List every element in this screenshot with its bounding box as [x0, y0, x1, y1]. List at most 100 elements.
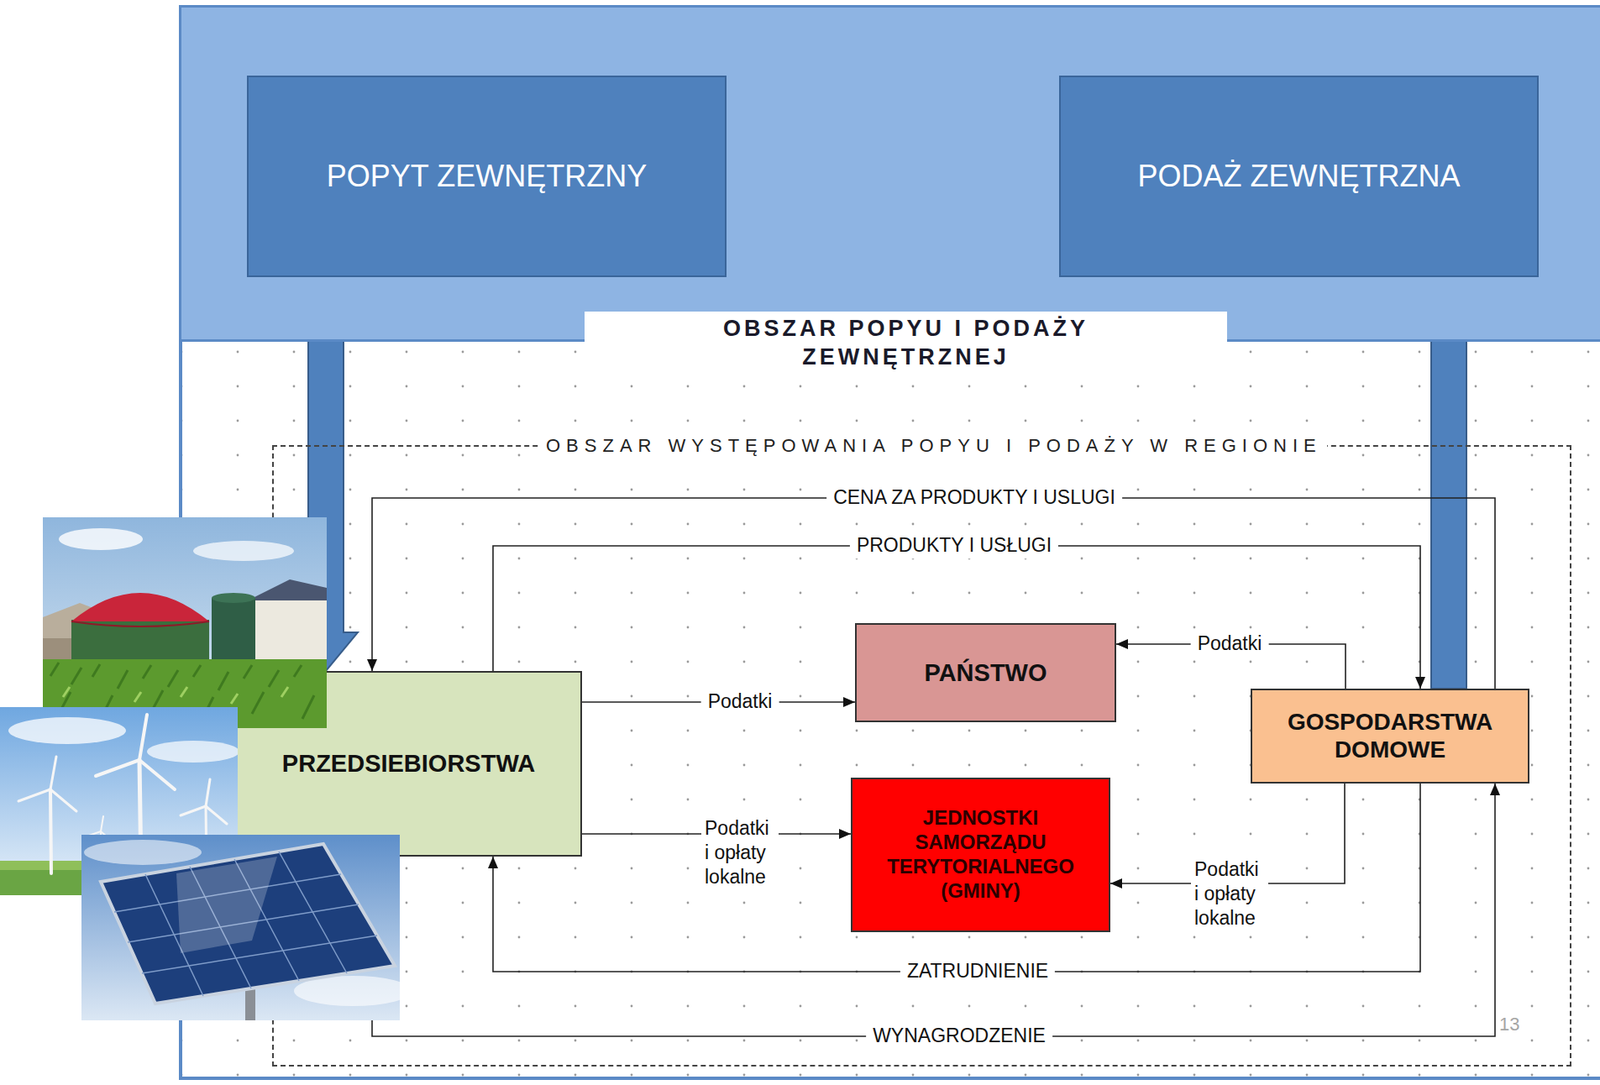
- illustration-part: [81, 834, 400, 1021]
- connector-line: [372, 783, 1496, 1037]
- illustration-part: [189, 866, 252, 989]
- connector: [367, 498, 1496, 689]
- illustration-part: [205, 779, 210, 807]
- arrow-head: [843, 697, 856, 708]
- edge-label: WYNAGRODZENIE: [865, 1023, 1053, 1050]
- region-title: OBSZAR WYSTĘPOWANIA POPYU I PODAŻY W REG…: [540, 434, 1328, 458]
- connector-line: [493, 545, 1421, 689]
- illustration-part: [146, 740, 238, 763]
- illustration-part: [8, 717, 126, 745]
- illustration-part: [99, 831, 102, 871]
- illustration-part: [42, 603, 118, 664]
- outer-band: OBSZAR POPYU I PODAŻY ZEWNĘTRZNEJPOPYT Z…: [178, 5, 1600, 342]
- illustration-part: [247, 579, 327, 601]
- illustration-part: [62, 687, 289, 704]
- illustration-part: [71, 619, 210, 679]
- edge-label: Podatki i opłaty lokalne: [701, 814, 779, 891]
- wind-farm-photo: [0, 707, 238, 896]
- arrow-head: [367, 659, 378, 672]
- external-box: PODAŻ ZEWNĘTRZNA: [1059, 75, 1539, 278]
- illustration-part: [0, 860, 238, 871]
- household-box: GOSPODARSTWA DOMOWE: [1250, 688, 1530, 784]
- node-label: JEDNOSTKI SAMORZĄDU TERYTORIALNEGO (GMIN…: [864, 806, 1097, 903]
- block-arrow-shape: [293, 277, 358, 672]
- illustration-part: [234, 859, 300, 981]
- illustration-part: [100, 844, 395, 1004]
- edge-label: Podatki: [701, 689, 780, 715]
- illustration-part: [71, 621, 210, 627]
- outer-frame: [180, 6, 1600, 1079]
- illustration-part: [50, 789, 77, 812]
- illustration-part: [145, 874, 204, 997]
- node-label: PAŃSTWO: [923, 659, 1047, 688]
- illustration-part: [211, 592, 256, 604]
- external-box: POPYT ZEWNĘTRZNY: [246, 75, 727, 278]
- block-arrow-shape: [1416, 277, 1481, 689]
- illustration-part: [83, 839, 202, 866]
- page-number: 13: [1496, 1013, 1522, 1036]
- illustration-part: [50, 662, 315, 721]
- arrow-head: [1110, 878, 1123, 889]
- illustration-part: [50, 789, 52, 874]
- illustration-part: [139, 714, 147, 761]
- illustration-part: [193, 540, 294, 562]
- enterprise-box: PRZEDSIEBIORSTWA: [235, 671, 583, 857]
- illustration-part: [42, 638, 119, 664]
- biogas-photo: [42, 517, 327, 729]
- illustration-part: [71, 592, 210, 622]
- block-arrow: [1416, 277, 1481, 689]
- illustration-part: [42, 517, 327, 729]
- illustration-part: [293, 975, 400, 1007]
- illustration-part: [58, 528, 143, 551]
- connector: [487, 783, 1421, 972]
- arrow-head: [1116, 639, 1128, 650]
- connector-line: [493, 783, 1421, 972]
- node-label: GOSPODARSTWA DOMOWE: [1264, 708, 1517, 763]
- connector: [493, 545, 1426, 689]
- municipality-box: JEDNOSTKI SAMORZĄDU TERYTORIALNEGO (GMIN…: [850, 777, 1111, 933]
- illustration-part: [245, 982, 256, 1021]
- arrow-head: [1415, 676, 1426, 689]
- arrow-head: [839, 828, 851, 840]
- dot-grid: [178, 341, 1600, 1081]
- block-arrow: [293, 277, 358, 672]
- edge-label: CENA ZA PRODUKTY I USLUGI: [826, 485, 1123, 511]
- connector: [372, 783, 1501, 1037]
- illustration-part: [100, 816, 104, 832]
- illustration-part: [141, 935, 378, 974]
- illustration-part: [251, 600, 327, 664]
- illustration-part: [205, 806, 227, 824]
- edge-label: Podatki i opłaty lokalne: [1190, 855, 1269, 932]
- illustration-part: [205, 806, 207, 872]
- illustration-part: [100, 831, 113, 842]
- illustration-part: [0, 870, 238, 896]
- node-label: PODAŻ ZEWNĘTRZNA: [1138, 158, 1461, 195]
- illustration-part: [278, 851, 347, 974]
- illustration-part: [114, 851, 378, 997]
- illustration-part: [127, 904, 359, 943]
- state-box: PAŃSTWO: [855, 623, 1117, 723]
- edge-label: Podatki: [1190, 631, 1270, 657]
- solar-panel-photo: [81, 834, 400, 1021]
- connector-line: [372, 498, 1496, 689]
- illustration-part: [211, 598, 256, 670]
- illustration-part: [176, 856, 278, 954]
- node-label: PRZEDSIEBIORSTWA: [282, 750, 536, 778]
- arrow-head: [487, 856, 499, 869]
- illustration-part: [114, 874, 341, 913]
- arrow-head: [1489, 783, 1501, 796]
- illustration-part: [0, 707, 238, 896]
- illustration-part: [18, 789, 51, 802]
- illustration-part: [139, 760, 175, 790]
- edge-label: PRODUKTY I USŁUGI: [849, 533, 1059, 559]
- illustration-part: [86, 831, 101, 837]
- illustration-part: [95, 760, 140, 777]
- illustration-part: [18, 714, 227, 874]
- band-title: OBSZAR POPYU I PODAŻY ZEWNĘTRZNEJ: [584, 311, 1228, 379]
- illustration-part: [50, 756, 57, 790]
- edge-label: ZATRUDNIENIE: [900, 959, 1055, 985]
